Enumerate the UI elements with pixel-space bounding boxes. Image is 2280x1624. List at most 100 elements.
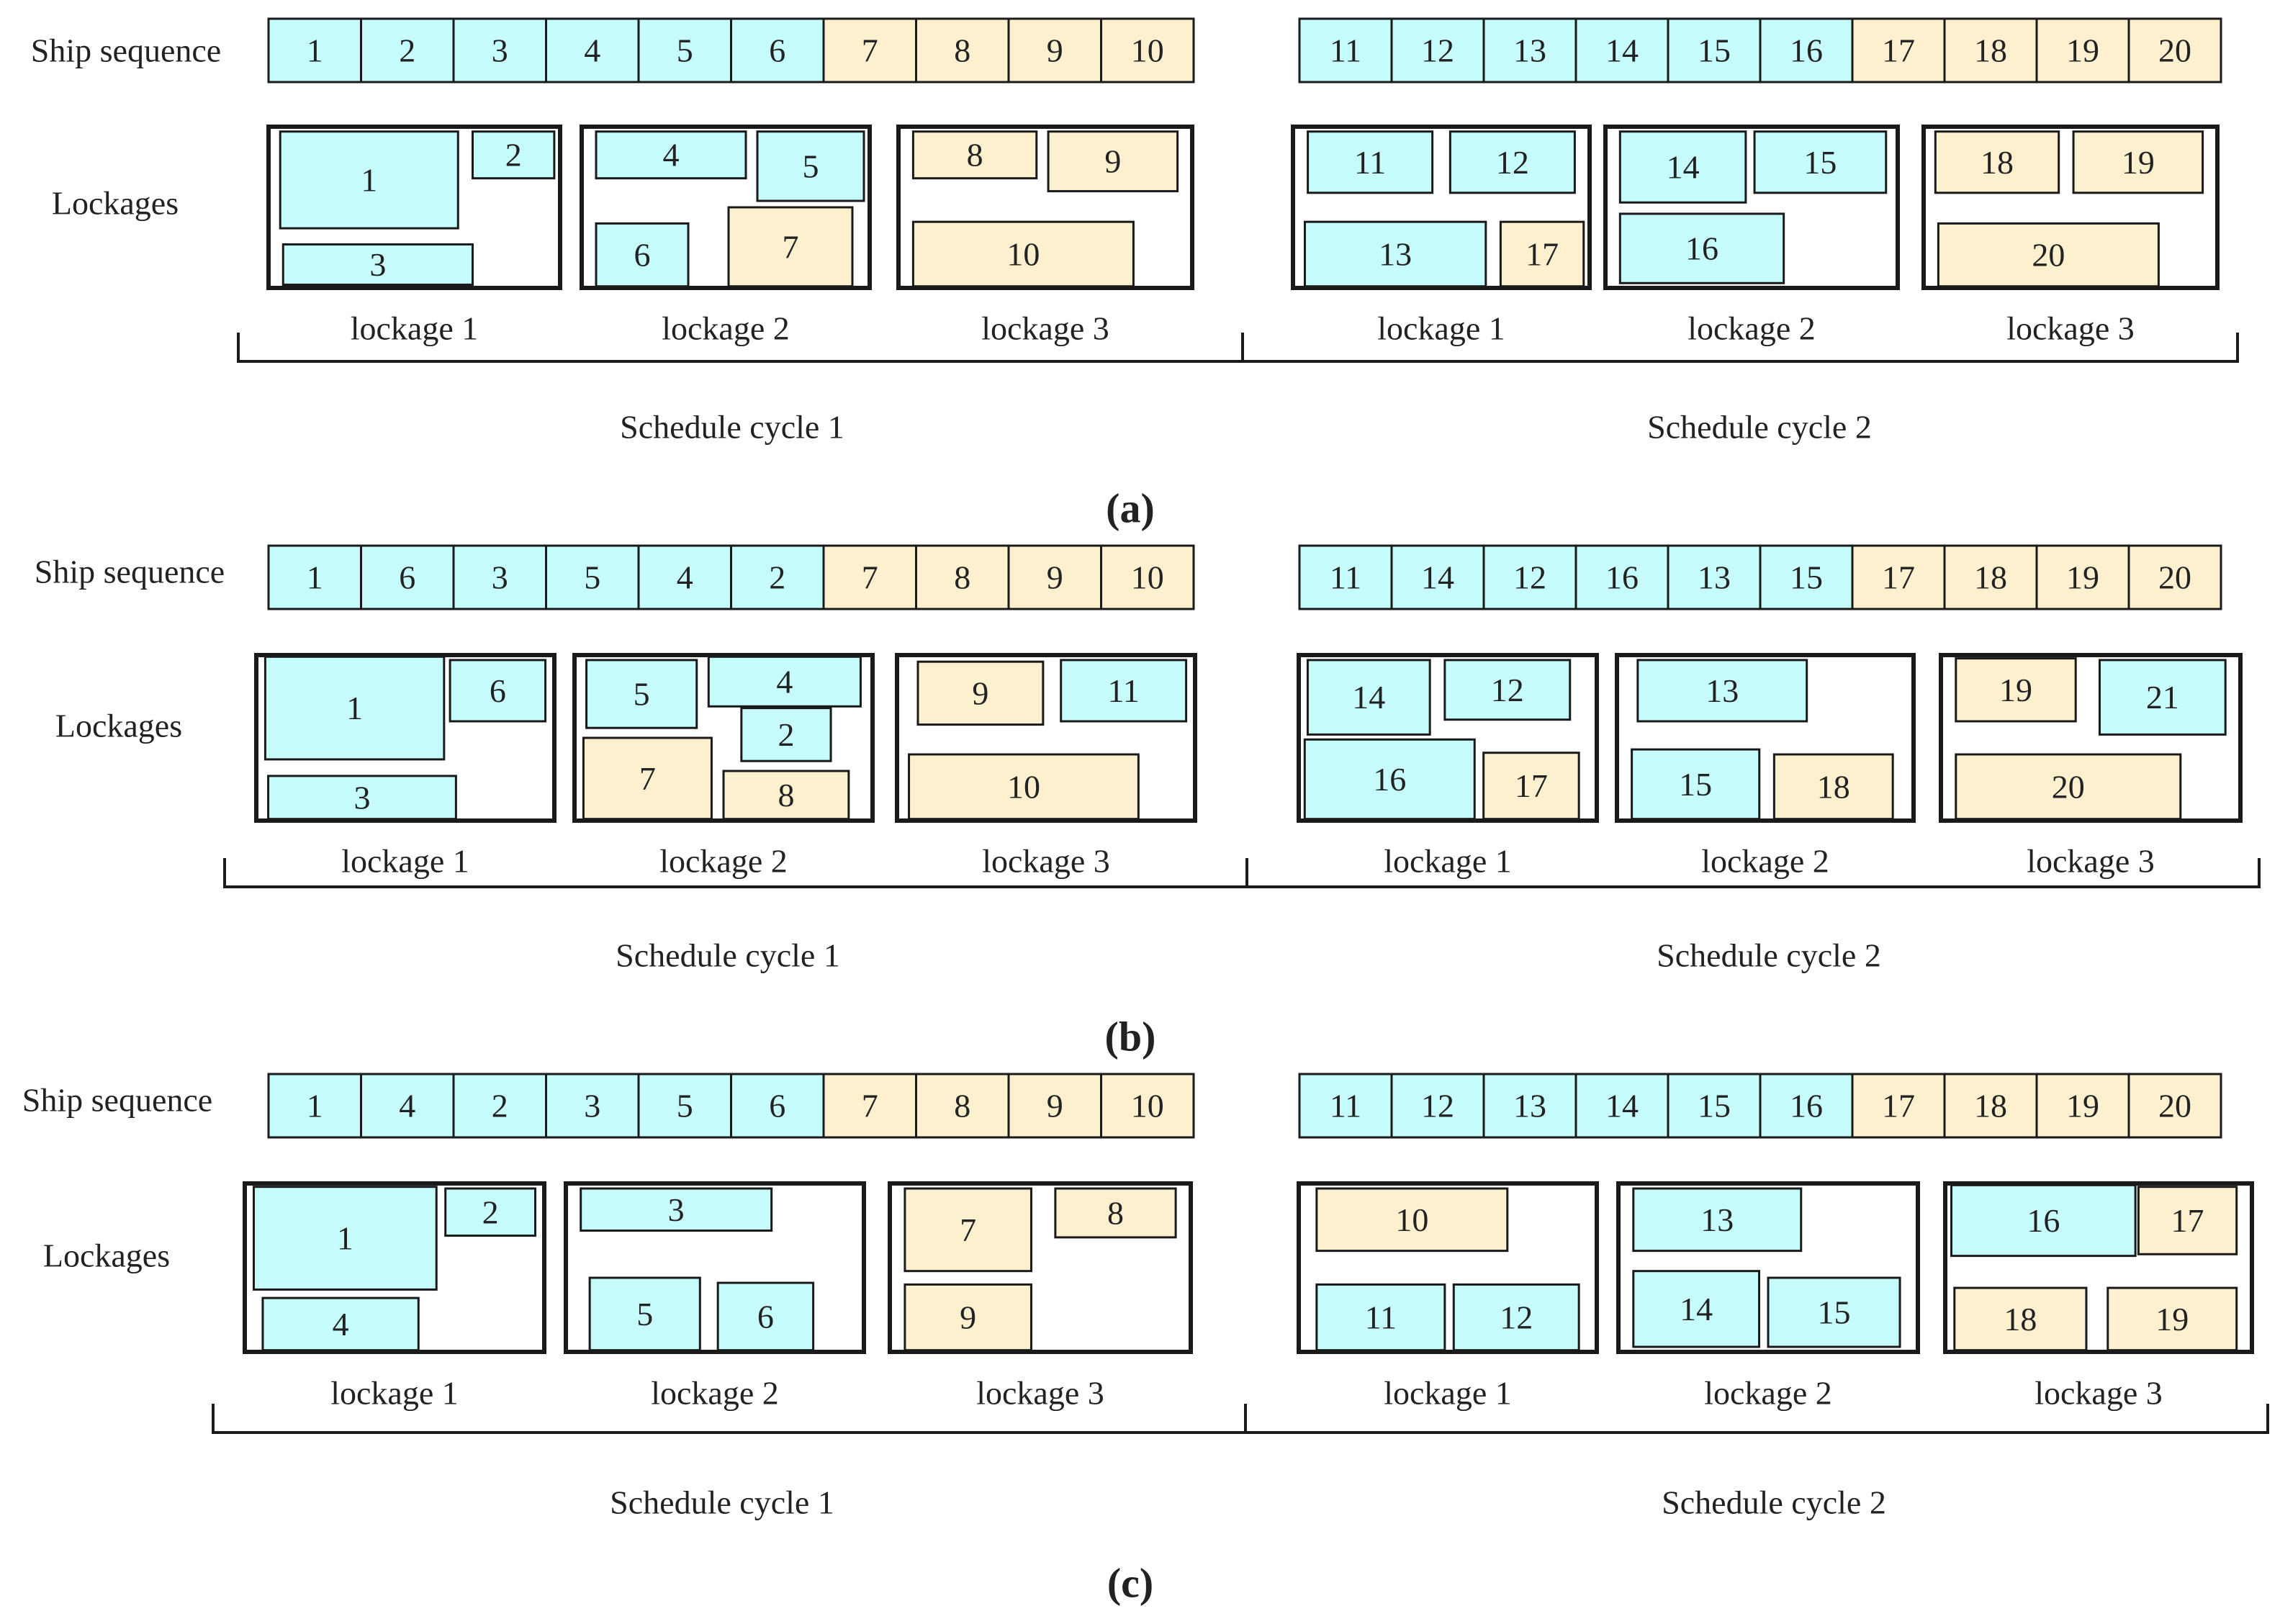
lockage-label: lockage 3 (982, 843, 1110, 880)
sequence-ship-number: 1 (307, 32, 323, 69)
ship-number: 7 (960, 1212, 976, 1248)
ship-block (707, 655, 862, 708)
ship-block (1772, 753, 1894, 821)
sequence-ship-number: 10 (1131, 1088, 1164, 1124)
lockage-label: lockage 1 (1384, 1375, 1512, 1412)
sequence-cell (1851, 544, 1946, 610)
sequence-ship-number: 9 (1047, 32, 1063, 69)
ship-block (727, 206, 854, 288)
ship-block (904, 1283, 1032, 1352)
sequence-ship-number: 2 (399, 32, 415, 69)
ship-block (1047, 130, 1179, 193)
sequence-cell (1574, 17, 1670, 84)
ship-number: 18 (2004, 1301, 2037, 1337)
ship-number: 7 (639, 760, 656, 797)
ship-block (1937, 222, 2160, 288)
sequence-cell (730, 17, 825, 84)
sequence-ship-number: 18 (1974, 559, 2007, 596)
sequence-cell (545, 1073, 640, 1139)
schedule-cycle-label: Schedule cycle 1 (616, 937, 840, 974)
ship-number: 12 (1496, 144, 1529, 181)
ship-number: 19 (2155, 1301, 2189, 1337)
sequence-ship-number: 15 (1698, 1088, 1731, 1124)
ship-number: 13 (1706, 672, 1739, 709)
ship-number: 16 (1685, 230, 1718, 267)
sequence-cell (2127, 17, 2222, 84)
schedule-cycle-bracket (212, 1404, 2269, 1434)
ship-number: 8 (1107, 1194, 1124, 1231)
ship-block (580, 1187, 773, 1232)
ship-block (1482, 752, 1580, 821)
ship-number: 3 (369, 246, 386, 283)
ship-number: 8 (967, 137, 983, 173)
sequence-ship-number: 7 (862, 559, 878, 596)
sequence-cell (1667, 17, 1762, 84)
sequence-ship-number: 13 (1513, 32, 1546, 69)
schedule-cycle-label: Schedule cycle 2 (1657, 937, 1881, 974)
sequence-ship-number: 7 (862, 32, 878, 69)
sequence-cell (915, 544, 1010, 610)
ship-block (267, 775, 457, 821)
ship-block (281, 243, 474, 287)
ship-block (2106, 1286, 2238, 1352)
sequence-ship-number: 3 (492, 559, 508, 596)
ship-block (472, 130, 556, 180)
sequence-ship-number: 17 (1882, 1088, 1915, 1124)
ship-block (252, 1186, 438, 1291)
lockage-label: lockage 2 (662, 310, 790, 347)
sequence-ship-number: 6 (769, 1088, 785, 1124)
sequence-ship-number: 4 (399, 1088, 415, 1124)
row-label-lockages: Lockages (55, 708, 182, 744)
sequence-ship-number: 3 (492, 32, 508, 69)
sequence-ship-number: 5 (677, 1088, 693, 1124)
ship-number: 2 (505, 137, 522, 173)
ship-number: 2 (482, 1194, 499, 1230)
lockage-label: lockage 3 (2035, 1375, 2163, 1412)
sequence-ship-number: 19 (2066, 559, 2099, 596)
sequence-cell (637, 1073, 732, 1139)
ship-number: 9 (960, 1299, 976, 1336)
sequence-ship-number: 19 (2066, 1088, 2099, 1124)
sequence-ship-number: 2 (492, 1088, 508, 1124)
sequence-cell (2035, 544, 2130, 610)
sequence-ship-number: 5 (677, 32, 693, 69)
sequence-cell (1574, 1073, 1670, 1139)
ship-block (1315, 1187, 1509, 1253)
sequence-ship-number: 9 (1047, 559, 1063, 596)
panel-label: (b) (1105, 1014, 1156, 1060)
ship-number: 5 (634, 676, 650, 713)
sequence-cell (1007, 17, 1102, 84)
sequence-cell (267, 544, 362, 610)
sequence-ship-number: 4 (584, 32, 600, 69)
row-label-lockages: Lockages (52, 185, 179, 222)
lockage-label: lockage 1 (351, 310, 479, 347)
ship-block (1054, 1187, 1177, 1239)
ship-number: 11 (1107, 672, 1139, 709)
sequence-ship-number: 13 (1698, 559, 1731, 596)
sequence-ship-number: 12 (1421, 1088, 1454, 1124)
ship-block (1448, 130, 1576, 194)
sequence-ship-number: 14 (1605, 1088, 1639, 1124)
sequence-ship-number: 8 (954, 559, 970, 596)
sequence-cell (1007, 1073, 1102, 1139)
sequence-ship-number: 20 (2158, 559, 2191, 596)
ship-number: 2 (778, 716, 794, 753)
sequence-ship-number: 9 (1047, 1088, 1063, 1124)
schedule-cycle-bracket (223, 858, 2261, 888)
ship-block (722, 770, 850, 821)
lockage-label: lockage 3 (981, 310, 1109, 347)
ship-block (444, 1187, 537, 1237)
ship-block (1452, 1283, 1580, 1352)
sequence-ship-number: 16 (1790, 32, 1823, 69)
ship-block (1632, 1187, 1803, 1253)
ship-number: 20 (2052, 768, 2085, 805)
